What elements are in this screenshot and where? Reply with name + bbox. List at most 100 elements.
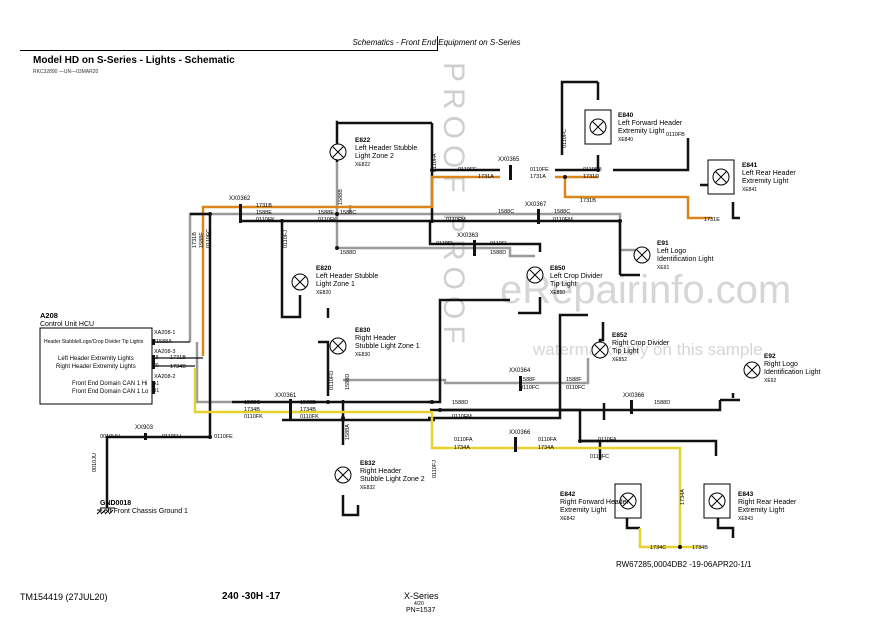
connector-label: XX0364 — [509, 368, 531, 374]
wire-label: 1734B — [170, 364, 186, 370]
footer-series-date: 4/20 — [414, 601, 424, 607]
connector-markers — [144, 165, 633, 452]
wire-label: 1734A — [538, 445, 554, 451]
light-name: Right Rear Header — [738, 499, 797, 506]
light-ref: XE92 — [764, 378, 776, 384]
connector-label: XX0366 — [623, 393, 645, 399]
ground-symbol: GND0018 Left Front Chassis Ground 1 — [96, 500, 188, 515]
wire-label: 0110FE — [458, 167, 477, 173]
wire-label: 1588F — [520, 377, 536, 383]
wire-label: 0110FK — [318, 217, 337, 223]
wire-label-vertical: 1588B — [338, 189, 344, 205]
yellow-wires — [193, 368, 702, 549]
light-id: E852 — [612, 332, 628, 339]
wire-label: 1588D — [490, 250, 506, 256]
light-id: E850 — [550, 265, 566, 272]
light-name: Tip Light — [550, 281, 577, 288]
sample-watermark: watermark only on this sample — [532, 340, 763, 359]
wire-label: 0110FK — [256, 217, 275, 223]
wire-label: 1588F — [566, 377, 582, 383]
footer-doc-id: TM154419 (27JUL20) — [20, 592, 108, 602]
controller-pin-label: Left Header Extremity Lights — [58, 356, 134, 362]
wire-label-vertical: 0110FA — [432, 153, 438, 172]
ground-id: GND0018 — [100, 500, 131, 507]
light-name: Right Logo — [764, 361, 798, 368]
light-id: E822 — [355, 137, 371, 144]
wire-label: 0110FB — [583, 167, 602, 173]
footer-page-number: 240 -30H -17 — [222, 591, 281, 602]
wire-label: 0110FC — [520, 385, 539, 391]
wire-label: 0110FC — [566, 385, 585, 391]
wire-label: 0110FC — [590, 454, 609, 460]
controller-a208: A208 Control Unit HCU Header Stubble/Log… — [39, 311, 203, 405]
wire-label-vertical: 1588F — [199, 232, 205, 248]
wire-label: 1588B — [300, 400, 316, 406]
gray-wires — [188, 162, 645, 404]
wire-label-vertical: 1588D — [345, 374, 351, 390]
wire-label: 1588D — [654, 400, 670, 406]
light-name: Right Header — [360, 468, 402, 475]
wire-label: 1588C — [340, 210, 356, 216]
light-name: Stubble Light Zone 1 — [355, 343, 420, 350]
light-name: Right Forward Header — [560, 499, 630, 506]
connector-label: XX0362 — [229, 196, 251, 202]
light-name: Right Crop Divider — [612, 340, 670, 347]
light-id: E820 — [316, 265, 332, 272]
header-rule — [20, 50, 438, 51]
wire-label: 0110FM — [446, 217, 466, 223]
light-id: E840 — [618, 112, 634, 119]
light-name: Extremity Light — [618, 128, 664, 135]
connector-label: XX0367 — [525, 202, 547, 208]
light-id: E830 — [355, 327, 371, 334]
controller-pin: A1 — [153, 381, 159, 387]
light-name: Left Header Stubble — [355, 145, 417, 152]
light-id: E92 — [764, 353, 776, 360]
reference-code: RW67285,0004DB2 -19-06APR20-1/1 — [616, 560, 752, 569]
light-id: E832 — [360, 460, 376, 467]
wire-label: 0110FH — [162, 434, 181, 440]
wire-label-vertical: 0110FC — [562, 129, 568, 148]
wire-label: 1588C — [244, 400, 260, 406]
wire-label: 0110FA — [454, 437, 473, 443]
connector-label: XX903 — [135, 425, 154, 431]
light-name: Identification Light — [764, 369, 820, 376]
wire-label: 1731A — [478, 174, 494, 180]
wire-label: 0110FL — [490, 241, 508, 247]
wire-label-vertical: 1734A — [680, 489, 686, 505]
wire-label: 1731B — [256, 203, 272, 209]
light-name: Right Header — [355, 335, 397, 342]
light-name: Light Zone 1 — [316, 281, 355, 288]
wire-label: 1734C — [650, 545, 666, 551]
wire-label: 1588D — [340, 250, 356, 256]
wire-label: 1588E — [318, 210, 334, 216]
wire-label-vertical: 0110FC — [206, 229, 212, 248]
light-ref: XE830 — [355, 352, 370, 358]
light-ref: XE852 — [612, 357, 627, 363]
connector-label: XX0366 — [509, 430, 531, 436]
orange-wires — [201, 175, 712, 356]
wire-label: 1588D — [452, 400, 468, 406]
light-ref: XE843 — [738, 516, 753, 522]
light-name: Left Header Stubble — [316, 273, 378, 280]
wire-label-vertical: 1588A — [345, 424, 351, 440]
light-id: E843 — [738, 491, 754, 498]
light-ref: XE822 — [355, 162, 370, 168]
controller-pin-label: Front End Domain CAN 1 Lo — [72, 389, 149, 395]
connector-label: XX0361 — [275, 393, 297, 399]
controller-pin-label: Header Stubble/Logo/Crop Divider Tip Lig… — [44, 339, 144, 345]
site-watermark: eRepairinfo.com — [500, 268, 791, 312]
footer-pn: PN=1537 — [406, 607, 436, 614]
controller-name: Control Unit HCU — [40, 321, 94, 328]
header-corner-rule — [437, 36, 438, 51]
ground-name: Left Front Chassis Ground 1 — [100, 508, 188, 515]
wire-label: 1734B — [300, 407, 316, 413]
